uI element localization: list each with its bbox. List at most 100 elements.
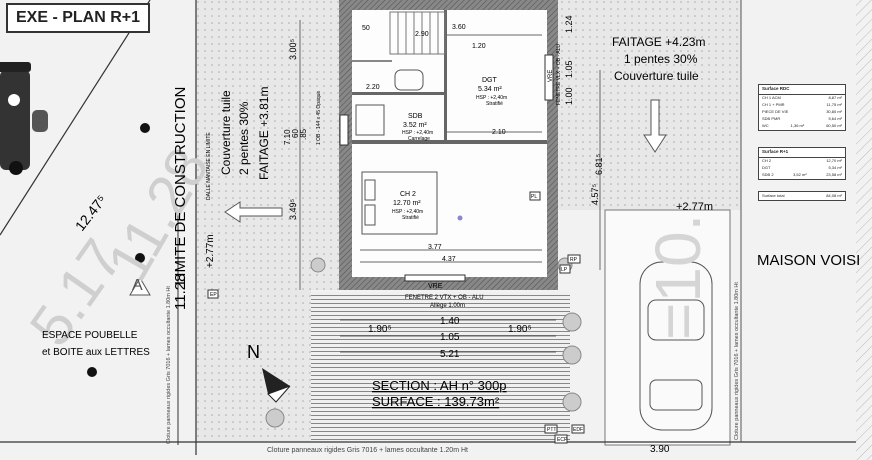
section-marker-a: [129, 277, 151, 296]
dim-5-21: 5.21: [440, 349, 460, 360]
dim-1-24: 1.24: [564, 15, 574, 33]
row-label: WC: [762, 123, 769, 128]
tag-ptt: PTT: [547, 427, 556, 433]
boundary-point-2: [135, 253, 145, 263]
dim-3-00: 3.00⁵: [288, 38, 298, 60]
watermark-3: =10.: [642, 214, 714, 340]
row-value: 3,52 m²: [793, 172, 807, 177]
dimension-lines: [299, 20, 601, 353]
dim-50: 50: [362, 25, 370, 32]
dim-1-90a: 1.90⁵: [368, 324, 392, 335]
dim-7-10: 7.10: [283, 129, 292, 145]
cloture-right: Cloture panneaux rigides Gris 7016 + lam…: [734, 282, 740, 440]
room-ch2-name: CH 2: [400, 191, 416, 198]
boundary-point-1: [140, 123, 150, 133]
dim-1-90b: 1.90⁵: [508, 324, 532, 335]
row-label: SDB 2: [762, 172, 774, 177]
window-bottom-allege: Allège 1.00m: [430, 303, 465, 309]
dim-2-90: 2.90: [415, 31, 429, 38]
left-roof-couverture: Couverture tuile: [219, 90, 233, 175]
dim-3-49: 3.49⁵: [288, 198, 298, 220]
partition-stairs: [352, 92, 444, 95]
row-value: 8,87 m²: [828, 95, 842, 100]
surface-rdc-total: 60,50 m²: [826, 123, 842, 128]
dim-85: .85: [299, 128, 308, 140]
left-roof-level: +2.77m: [205, 234, 216, 268]
row-value: 5,64 m²: [828, 116, 842, 121]
row-label: SDB PMR: [762, 116, 781, 121]
room-sdb-name: SDB: [408, 113, 423, 120]
room-sdb-area: 3.52 m²: [403, 122, 427, 129]
row-label: CH 2: [762, 158, 772, 163]
parking-area: [604, 209, 731, 446]
dim-3-60: 3.60: [452, 24, 466, 31]
surface-total-table: Surface total 84,08 m²: [758, 191, 846, 201]
tag-pl: PL: [531, 194, 537, 200]
surface-total-label: Surface total: [762, 193, 785, 198]
surface-r1-title: Surface R+1: [759, 148, 845, 158]
partition-sdb: [444, 10, 447, 140]
boundary-point-3: [87, 367, 97, 377]
dim-1-05: 1.05: [564, 60, 574, 78]
cloture-left: Cloture panneaux rigides Gris 7016 + lam…: [166, 286, 172, 444]
tag-rp: RP: [570, 257, 578, 263]
terrace-area: [310, 292, 570, 442]
window-right: [544, 54, 554, 101]
right-roof-couverture: Couverture tuile: [614, 69, 699, 83]
window-right-text: FENETRE VLX + OB - ALU: [556, 44, 562, 105]
row-value: 30,80 m²: [826, 109, 842, 114]
right-roof-faitage: FAITAGE +4.23m: [612, 35, 705, 49]
limit-value: 11.28: [172, 274, 189, 310]
dim-1-20: 1.20: [472, 43, 486, 50]
center-marker: [457, 215, 463, 221]
marker-a-label: A: [132, 277, 143, 294]
table-row: PIECE DE VIE 30,80 m²: [759, 109, 845, 116]
car: [639, 261, 713, 431]
staircase: [389, 11, 446, 55]
page-title: EXE - PLAN R+1: [6, 3, 150, 33]
left-roof-pentes: 2 pentes 30%: [237, 101, 251, 175]
room-sdb-sol: Carrelage: [408, 136, 430, 142]
table-row: SDB PMR 5,64 m²: [759, 116, 845, 123]
dim-60: 60: [291, 129, 300, 138]
dim-6-81: 6.81⁵: [594, 153, 604, 175]
right-roof-level: +2.77m: [676, 201, 713, 213]
room-ch2-sol: Stratifié: [402, 215, 419, 221]
window-right-label: VRE: [548, 70, 554, 82]
boundary-line: [0, 0, 151, 236]
partition-ch2: [352, 140, 547, 144]
poubelle-line-1: ESPACE POUBELLE: [42, 330, 138, 341]
pillow-1: [364, 179, 376, 201]
sink-fixture: [394, 69, 424, 91]
row-label: CH 1 + PMR: [762, 102, 785, 107]
window-left: [339, 114, 349, 146]
tag-ecp: ECP: [557, 437, 568, 443]
section-label: SECTION : AH n° 300p: [372, 378, 507, 393]
room-sdb-hsp: HSP : +2,40m: [402, 130, 433, 136]
north-label: N: [247, 342, 260, 362]
trash-bin-icon: [0, 62, 48, 175]
slope-arrow-left: [224, 201, 283, 223]
pillow-2: [364, 204, 376, 226]
window-bottom-label: VRE: [428, 283, 443, 290]
side-garden: [196, 290, 311, 442]
left-roof-faitage: FAITAGE +3.81m: [257, 87, 271, 180]
room-ch2-area: 12.70 m²: [393, 200, 421, 207]
table-row: CH 2 12,70 m²: [759, 158, 845, 165]
row-value: 12,70 m²: [826, 158, 842, 163]
construction-limit-label: LIMITE DE CONSTRUCTION: [172, 87, 189, 285]
row-label: PIECE DE VIE: [762, 109, 789, 114]
north-arrow-icon: [262, 368, 291, 403]
dim-1-40: 1.40: [440, 316, 460, 327]
shower-fixture: [355, 104, 385, 136]
cloture-bottom: Cloture panneaux rigides Gris 7016 + lam…: [267, 447, 468, 454]
dim-1-00: 1.00: [564, 87, 574, 105]
neighbor-label: MAISON VOISI: [757, 252, 860, 269]
right-edge-hatch: [856, 0, 872, 460]
